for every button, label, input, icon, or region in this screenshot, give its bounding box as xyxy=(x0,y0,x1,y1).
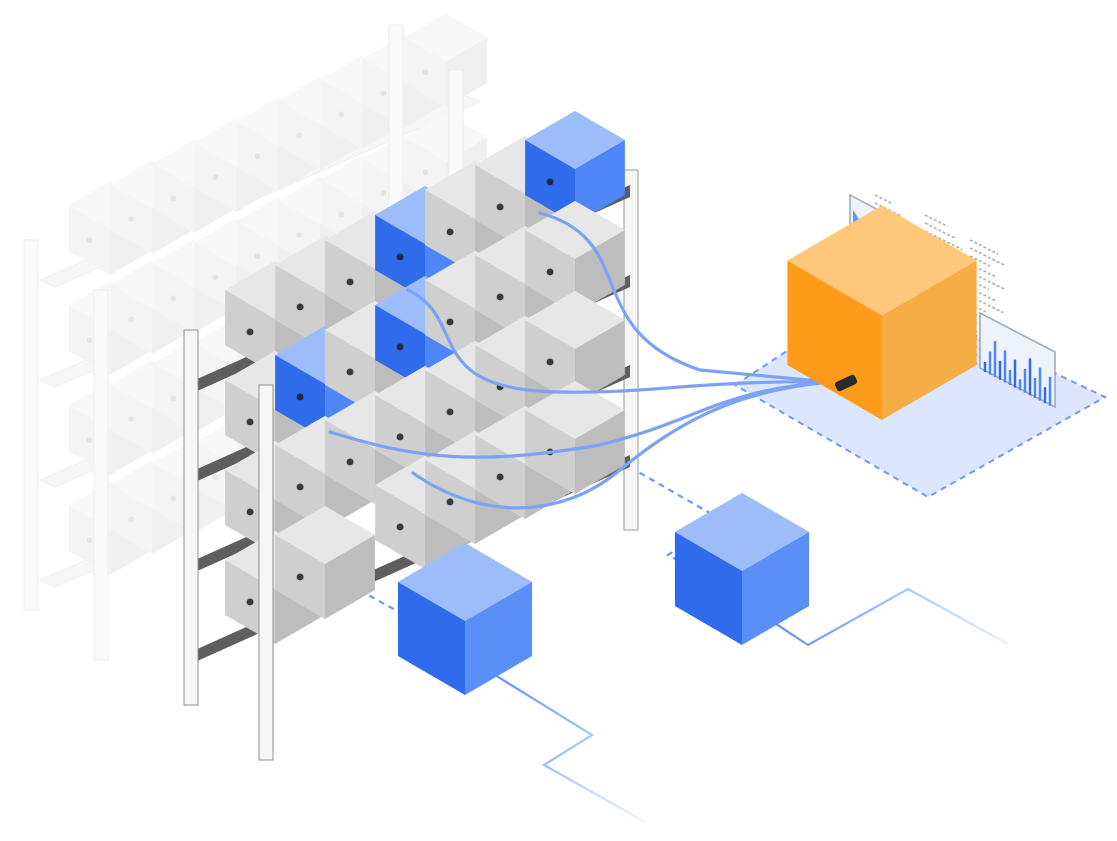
data-cable xyxy=(411,380,832,510)
storage-box-icon xyxy=(525,290,625,404)
data-cable-icon xyxy=(328,211,832,510)
ghost-post xyxy=(93,289,109,661)
data-cable xyxy=(406,288,832,394)
orange-hub-cube-icon xyxy=(787,205,977,420)
data-cable xyxy=(328,380,832,459)
network-node-cube-icon xyxy=(397,542,533,695)
hub-port xyxy=(834,374,858,392)
rack-post xyxy=(623,169,639,531)
storage-shelves xyxy=(195,110,630,662)
storage-box-icon xyxy=(275,505,375,619)
rack-post xyxy=(183,329,199,706)
rack-front-frame xyxy=(183,329,274,761)
data-cable xyxy=(538,211,832,384)
ghost-post xyxy=(23,239,39,611)
highlighted-storage-box-icon xyxy=(525,110,625,224)
network-node-cube-icon xyxy=(674,492,810,645)
rack-post xyxy=(258,384,274,761)
bar-chart-icon xyxy=(979,311,1056,409)
network-nodes xyxy=(397,205,977,695)
